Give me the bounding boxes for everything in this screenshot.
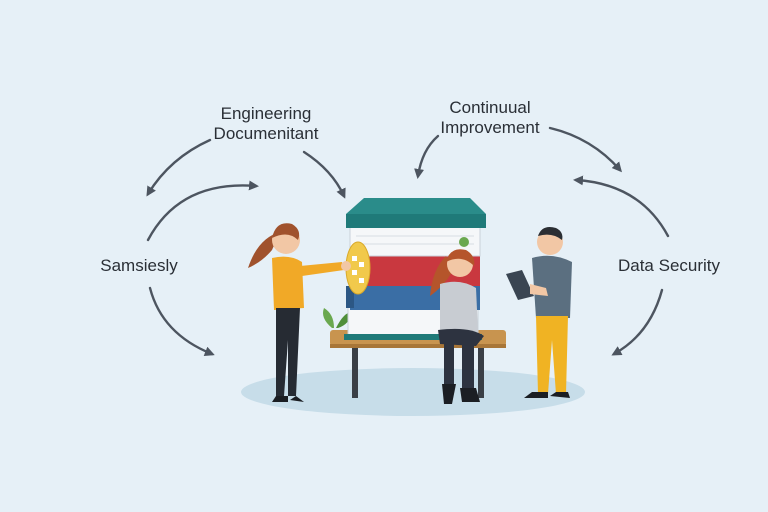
continual-label-line-2: Improvement: [440, 118, 540, 137]
left-cycle-label: Samsiesly: [100, 256, 178, 275]
arrow-ci-to-books: [414, 134, 440, 179]
arrow-eng-to-books: [302, 150, 346, 199]
arrow-bottom-right: [611, 288, 664, 356]
arrow-bottom-left: [148, 286, 215, 357]
arrow-top-left-inner: [146, 180, 259, 242]
continual-label-line-1: Continuual: [449, 98, 531, 117]
continual-improvement-label: Continuual Improvement: [420, 98, 560, 138]
arrow-top-right-inner: [573, 175, 670, 238]
engineering-label-line-1: Engineering: [220, 104, 312, 123]
person-left: [248, 223, 351, 402]
floor-shadow: [241, 368, 585, 416]
arrow-top-right-outer: [548, 126, 622, 173]
cycle-arrows: [146, 126, 670, 357]
arrow-top-left-outer: [146, 138, 212, 197]
person-right: [506, 227, 572, 398]
person-middle: [430, 249, 484, 404]
engineering-documentation-label: Engineering Documenitant: [196, 104, 336, 144]
engineering-label-line-2: Documenitant: [213, 124, 319, 143]
data-security-label: Data Security: [617, 256, 721, 275]
